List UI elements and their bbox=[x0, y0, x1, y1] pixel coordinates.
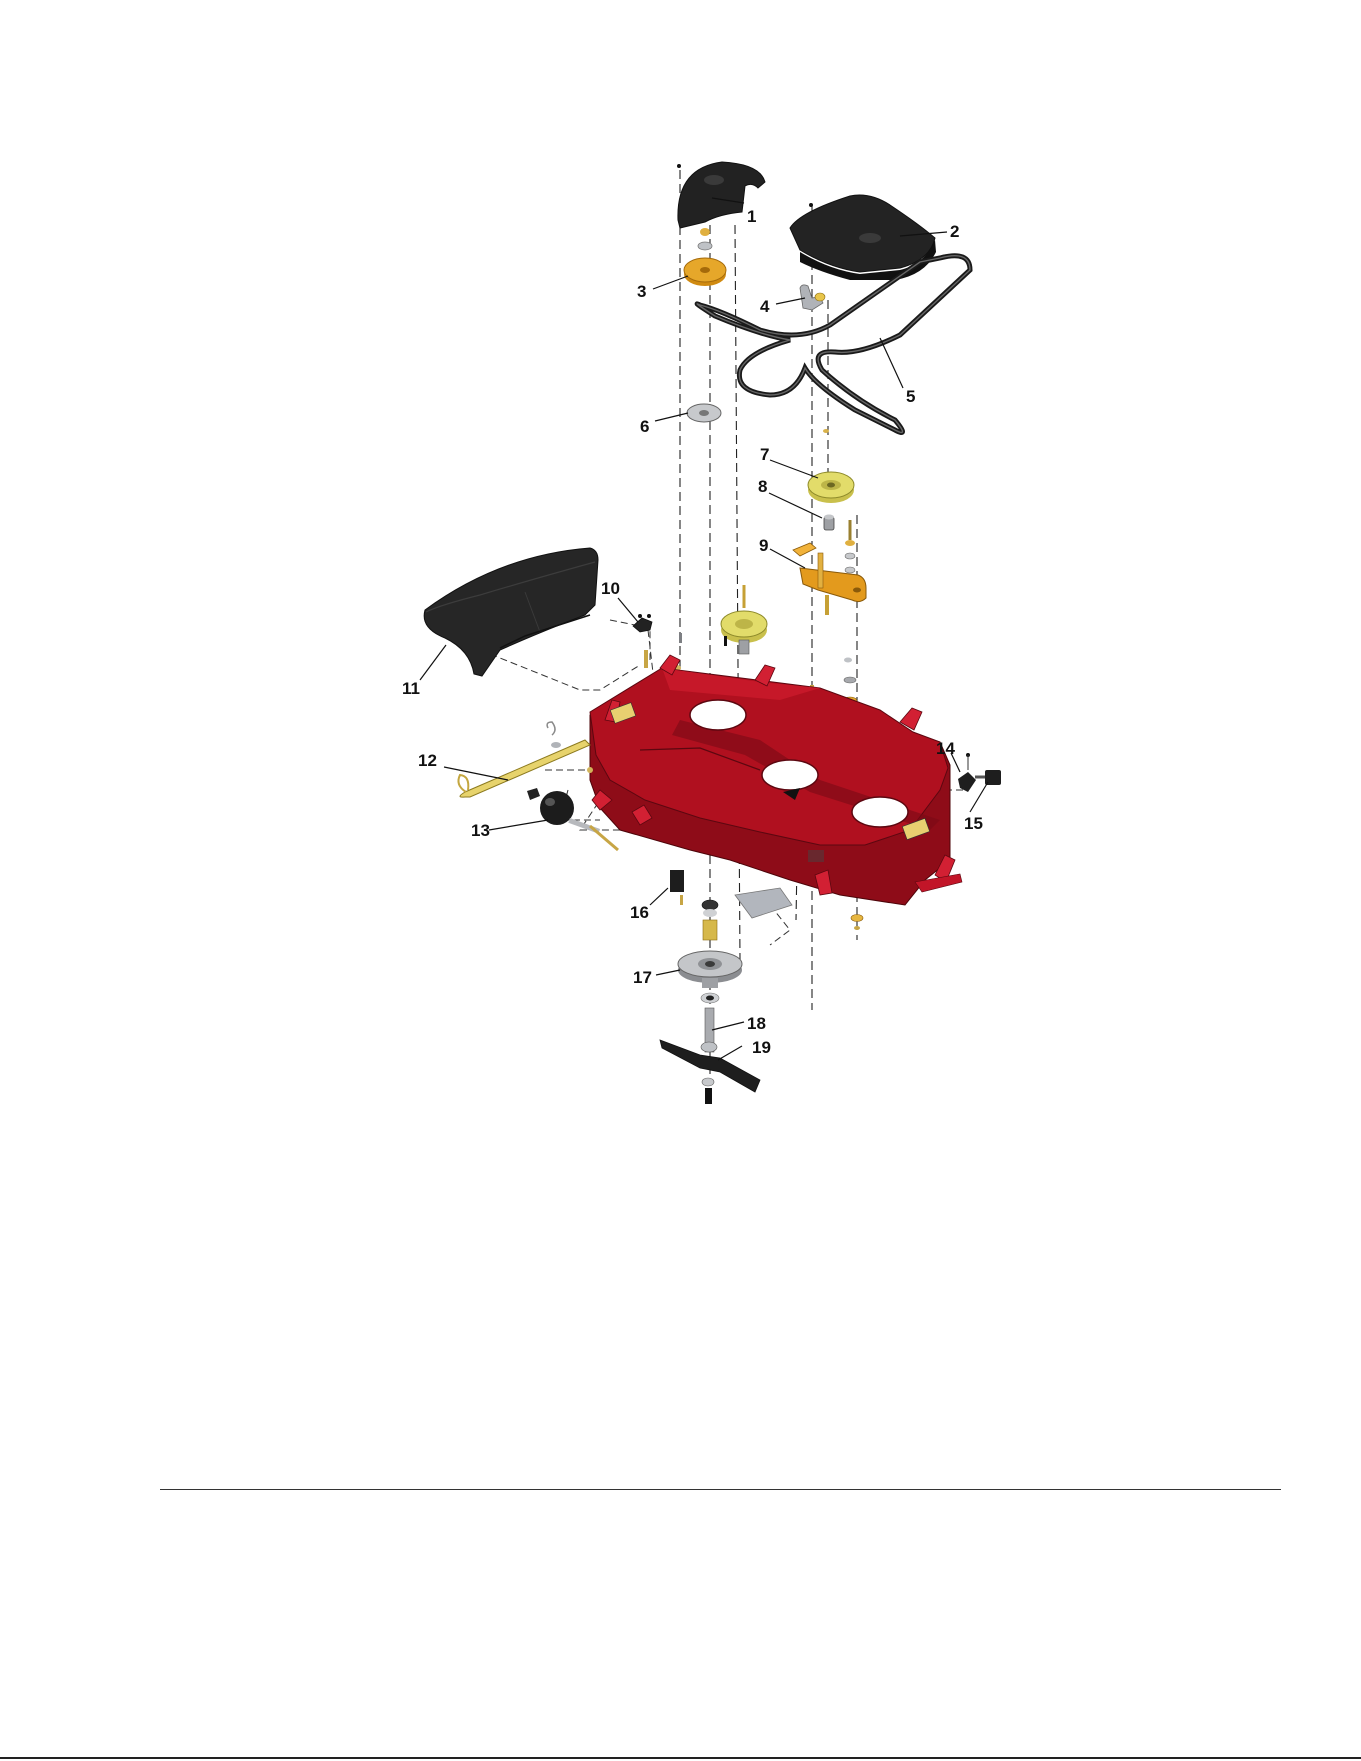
drive-belt bbox=[697, 256, 970, 433]
footer-divider bbox=[160, 1489, 1281, 1490]
deck-spacer-plate bbox=[670, 870, 684, 905]
callout-9: 9 bbox=[759, 536, 768, 555]
callout-8: 8 bbox=[758, 477, 767, 496]
callout-6: 6 bbox=[640, 417, 649, 436]
spindle-housing bbox=[678, 951, 742, 1003]
callout-4: 4 bbox=[760, 297, 770, 316]
washer-icon bbox=[823, 429, 829, 433]
idler-pulley-gold bbox=[684, 228, 726, 286]
callout-17: 17 bbox=[633, 968, 652, 987]
callout-5: 5 bbox=[906, 387, 915, 406]
spacer-washer bbox=[687, 404, 721, 422]
washer-icon bbox=[702, 1078, 714, 1086]
page-bottom-border bbox=[0, 1757, 1361, 1759]
bushing bbox=[824, 515, 834, 531]
spindle-pulley-center bbox=[721, 585, 767, 654]
callout-11: 11 bbox=[402, 679, 420, 698]
discharge-chute bbox=[424, 548, 598, 676]
spindle-shaft bbox=[701, 1008, 717, 1052]
chute-pivot-bracket bbox=[633, 614, 652, 632]
cover-emboss bbox=[859, 233, 881, 243]
mower-deck-housing bbox=[590, 655, 962, 905]
callout-1: 1 bbox=[747, 207, 756, 226]
callout-7: 7 bbox=[760, 445, 769, 464]
nut-icon bbox=[700, 228, 710, 236]
cover-emboss bbox=[704, 175, 724, 185]
bolt-icon bbox=[705, 1088, 712, 1104]
belt-guard-plate bbox=[735, 888, 792, 918]
chute-rod bbox=[458, 722, 590, 797]
grease-fitting bbox=[958, 753, 1001, 792]
idler-pulley-yellow bbox=[808, 429, 854, 503]
callout-13: 13 bbox=[471, 821, 490, 840]
screw-icon bbox=[677, 164, 681, 168]
callout-3: 3 bbox=[637, 282, 646, 301]
bolt-icon bbox=[825, 595, 829, 615]
nut-icon bbox=[845, 540, 855, 546]
callout-2: 2 bbox=[950, 222, 959, 241]
callout-15: 15 bbox=[964, 814, 983, 833]
callout-12: 12 bbox=[418, 751, 437, 770]
screw-icon bbox=[809, 203, 813, 207]
callout-18: 18 bbox=[747, 1014, 766, 1033]
washer-icon bbox=[698, 242, 712, 250]
callout-19: 19 bbox=[752, 1038, 771, 1057]
callout-16: 16 bbox=[630, 903, 649, 922]
callout-14: 14 bbox=[936, 739, 955, 758]
callout-10: 10 bbox=[601, 579, 620, 598]
